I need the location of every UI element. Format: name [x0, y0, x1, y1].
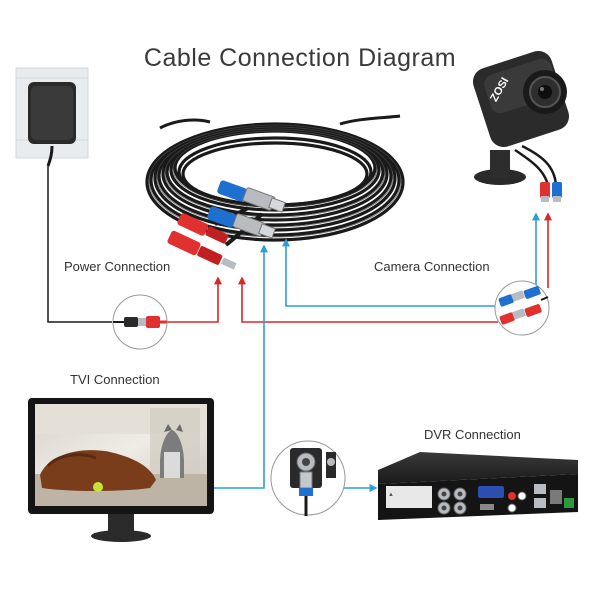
dvr-connection-label: DVR Connection	[424, 427, 521, 442]
camera-connection-label: Camera Connection	[374, 259, 490, 274]
dvr-zoom-circle	[270, 440, 346, 516]
bnc-connector-lower	[207, 206, 276, 239]
cable-coil-icon	[145, 114, 405, 247]
video-line-camera	[282, 238, 498, 307]
power-line-to-cable	[165, 276, 222, 323]
bnc-connector-upper	[217, 180, 286, 213]
dc-connector-upper	[177, 213, 229, 244]
dc-connector-lower	[167, 230, 237, 270]
dvr-icon: ▲	[378, 452, 578, 520]
power-zoom-circle	[112, 294, 168, 350]
power-line-camera	[238, 276, 498, 323]
monitor-icon	[28, 398, 214, 542]
security-camera-icon: ZOSI	[472, 50, 570, 202]
tvi-connection-label: TVI Connection	[70, 372, 160, 387]
svg-text:▲: ▲	[388, 492, 394, 498]
camera-zoom-circle	[494, 280, 550, 336]
power-adapter-icon	[15, 67, 112, 323]
page-title: Cable Connection Diagram	[143, 44, 457, 72]
power-connection-label: Power Connection	[64, 259, 171, 274]
video-line-monitor	[213, 244, 268, 489]
